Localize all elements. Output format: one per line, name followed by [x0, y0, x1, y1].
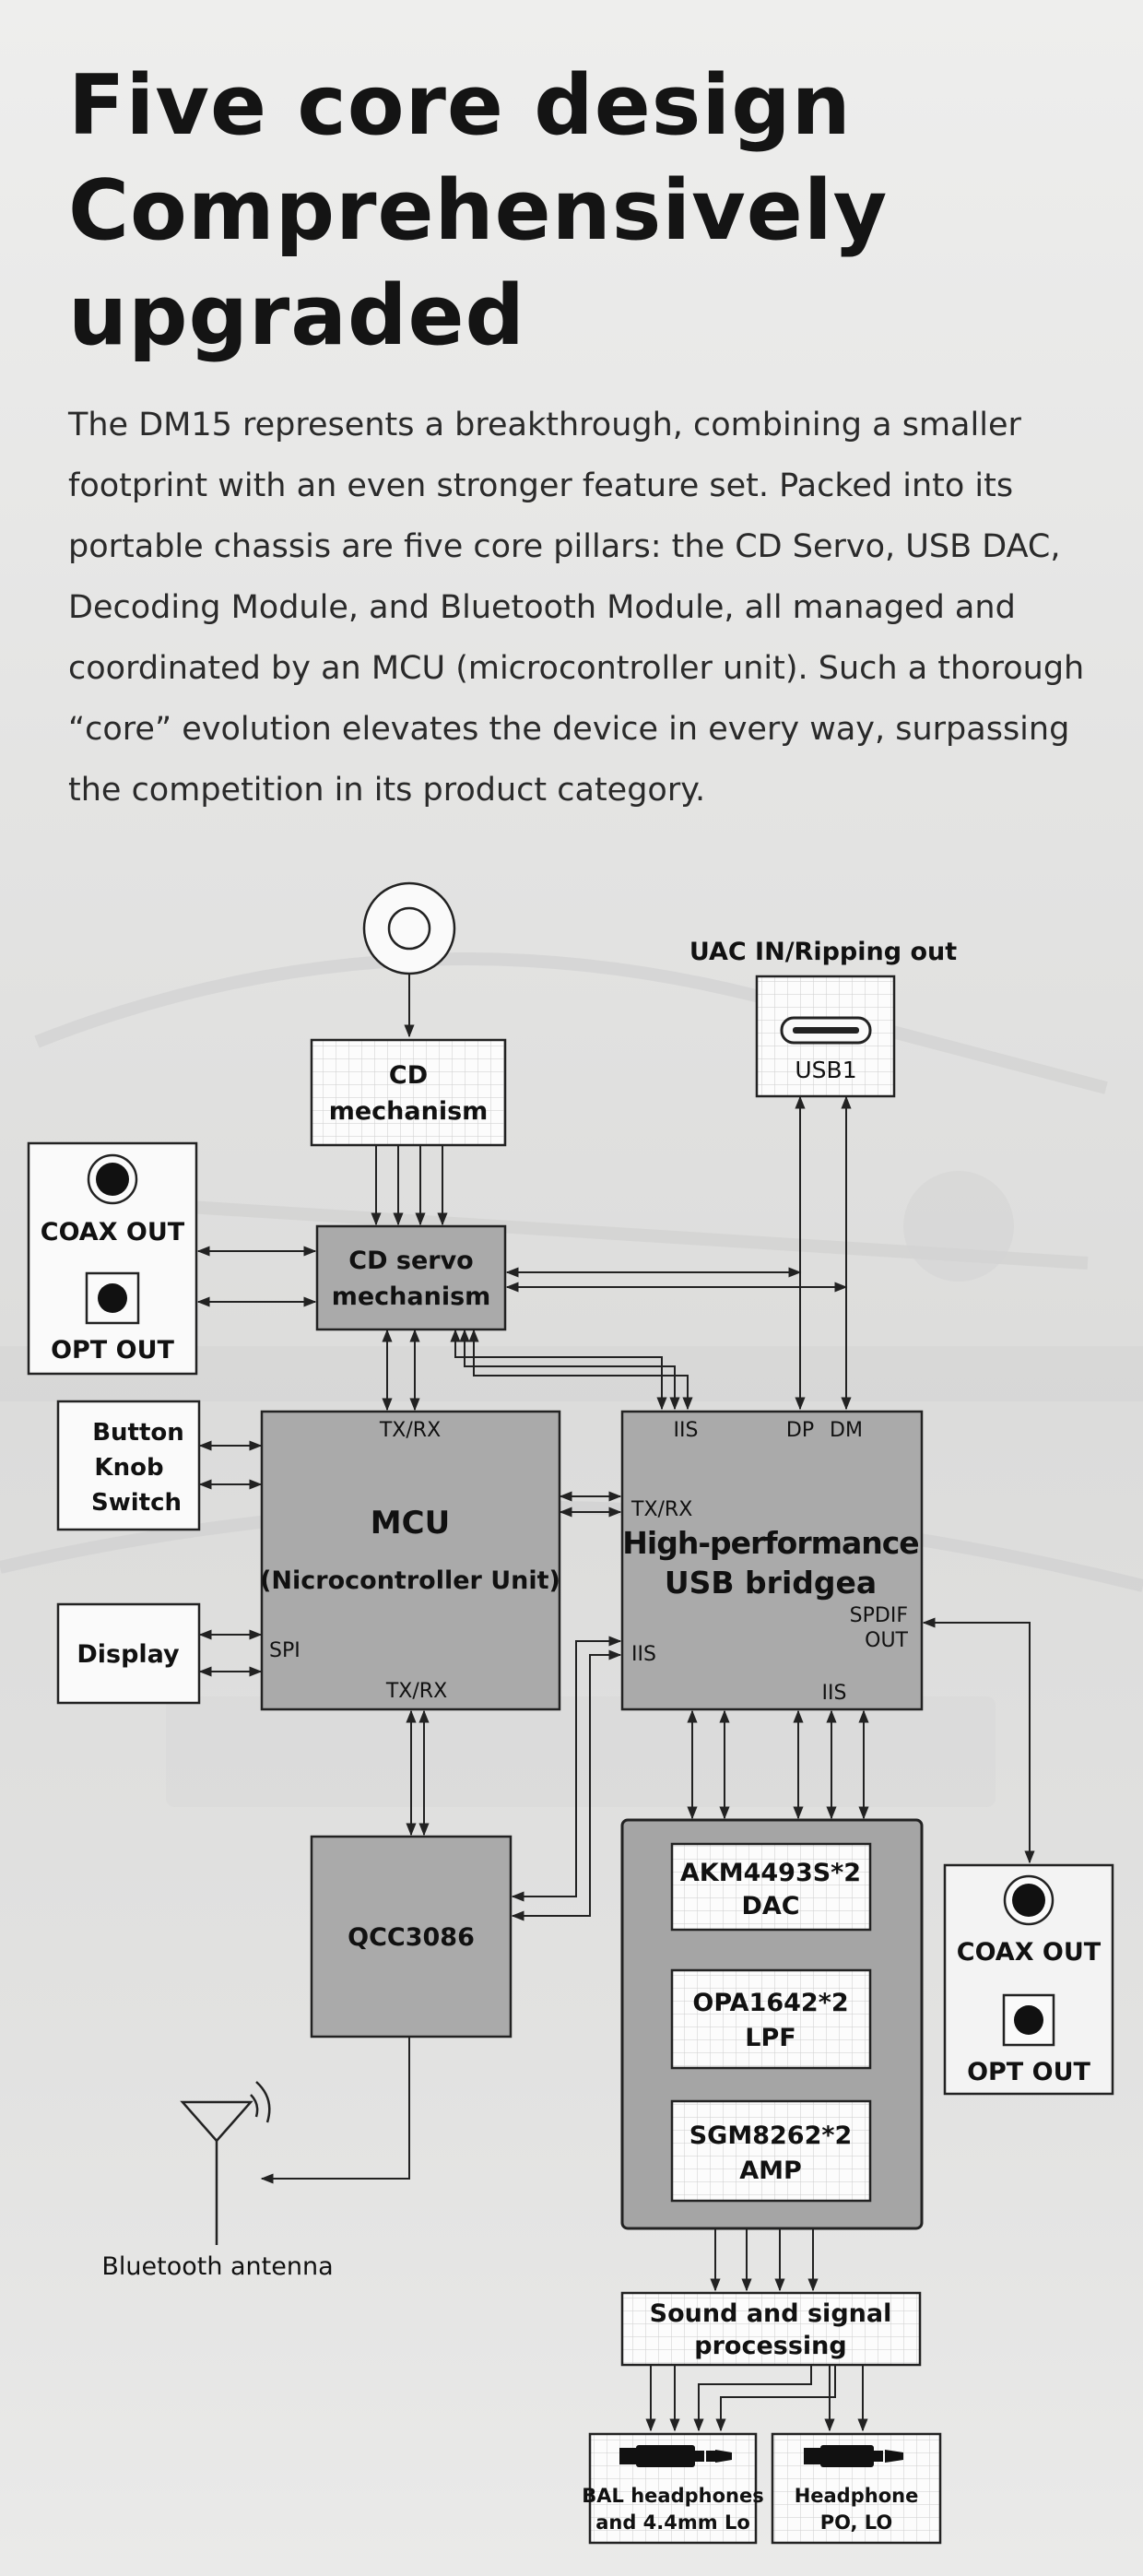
bluetooth-antenna-icon [180, 2081, 271, 2245]
sound-processing-line-1: Sound and signal [650, 2299, 892, 2328]
cd-servo-line-1: CD servo [348, 1247, 473, 1275]
cd-servo-box [315, 1224, 507, 1331]
usb1-label: USB1 [795, 1057, 856, 1083]
intro-paragraph: The DM15 represents a breakthrough, comb… [68, 407, 1085, 809]
buttons-line-3: Switch [91, 1489, 182, 1517]
bluetooth-antenna-label: Bluetooth antenna [101, 2252, 333, 2281]
bal-line-2: and 4.4mm Lo [595, 2511, 750, 2534]
usb-bridge-iis-bottom: IIS [822, 1682, 847, 1705]
usb-bridge-box [620, 1410, 924, 1711]
coax-out-label-right: COAX OUT [957, 1938, 1102, 1967]
page-title: Five core design Comprehensively upgrade… [68, 53, 888, 369]
cd-servo-line-2: mechanism [332, 1282, 491, 1311]
usb-bridge-spdif-line-2: OUT [865, 1629, 908, 1652]
optical-jack-icon-right [1002, 1993, 1055, 2047]
lpf-line-1: OPA1642*2 [692, 1989, 848, 2017]
mcu-txrx-bottom: TX/RX [385, 1680, 447, 1703]
headphone-line-2: PO, LO [820, 2511, 893, 2534]
dac-line-1: AKM4493S*2 [680, 1859, 861, 1887]
headphone-plug-icon [804, 2445, 903, 2467]
dac-line-2: DAC [741, 1892, 799, 1920]
mcu-title: MCU [371, 1505, 450, 1542]
amp-box [670, 2099, 872, 2203]
display-box [56, 1602, 201, 1705]
sound-processing-line-2: processing [694, 2332, 846, 2360]
usb-bridge-dp: DP [786, 1419, 814, 1442]
coax-jack-icon-right [1003, 1874, 1055, 1926]
usb-bridge-dm: DM [830, 1419, 863, 1442]
uac-label: UAC IN/Ripping out [689, 938, 957, 966]
usb-bridge-txrx: TX/RX [630, 1498, 692, 1521]
cd-mechanism-box [310, 1038, 507, 1147]
usb-bridge-spdif-line-1: SPDIF [850, 1604, 908, 1627]
cd-disc-icon [362, 881, 456, 975]
sound-processing-box [620, 2291, 922, 2367]
optical-jack-icon [85, 1271, 140, 1325]
usb-bridge-iis-left: IIS [631, 1643, 656, 1666]
connector-lines [196, 973, 1035, 2432]
bal-line-1: BAL headphones [582, 2485, 763, 2507]
usb-bridge-title-line-1: High-performance [622, 1525, 918, 1561]
amp-line-2: AMP [739, 2157, 802, 2185]
buttons-line-1: Button [92, 1419, 184, 1447]
mcu-spi: SPI [269, 1639, 300, 1662]
dac-box [670, 1842, 872, 1932]
lpf-line-2: LPF [745, 2024, 795, 2052]
mcu-subtitle: (Nicrocontroller Unit) [260, 1566, 560, 1595]
headphone-line-1: Headphone [795, 2485, 919, 2507]
lpf-box [670, 1968, 872, 2070]
title-line-2: Comprehensively [68, 162, 889, 259]
opt-out-label-right: OPT OUT [967, 2058, 1090, 2086]
title-line-3: upgraded [68, 267, 525, 364]
display-label: Display [77, 1640, 180, 1669]
amp-line-1: SGM8262*2 [689, 2121, 853, 2150]
qcc3086-label: QCC3086 [348, 1923, 475, 1952]
opt-out-label-left: OPT OUT [51, 1336, 174, 1365]
title-line-1: Five core design [68, 57, 852, 154]
usb-bridge-title-line-2: USB bridgea [665, 1565, 877, 1601]
usb-bridge-iis-top: IIS [674, 1419, 699, 1442]
coax-jack-icon [87, 1153, 138, 1205]
coax-out-label-left: COAX OUT [41, 1218, 185, 1247]
bal-plug-icon [619, 2445, 732, 2467]
mcu-box [260, 1410, 561, 1711]
cd-mechanism-line-2: mechanism [329, 1097, 489, 1126]
mcu-txrx-top: TX/RX [379, 1419, 441, 1442]
buttons-line-2: Knob [94, 1454, 163, 1482]
qcc3086-box [310, 1835, 513, 2038]
buttons-box [56, 1400, 201, 1531]
cd-mechanism-line-1: CD [389, 1061, 428, 1090]
